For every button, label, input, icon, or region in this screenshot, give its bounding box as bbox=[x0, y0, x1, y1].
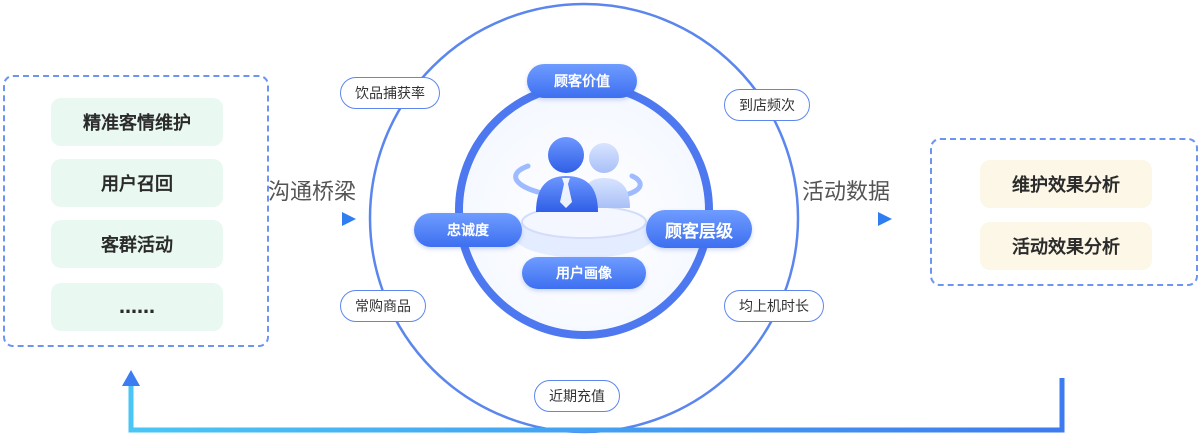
right-item-activity-analysis: 活动效果分析 bbox=[980, 222, 1152, 270]
outer-label-recent-topup: 近期充值 bbox=[534, 380, 620, 412]
data-label: 活动数据 bbox=[802, 180, 891, 205]
tie-icon bbox=[560, 178, 572, 208]
feedback-loop-line bbox=[128, 378, 1065, 433]
left-item-maintenance: 精准客情维护 bbox=[51, 98, 223, 146]
inner-label-user-persona: 用户画像 bbox=[522, 257, 646, 289]
left-panel: 精准客情维护 用户召回 客群活动 …… bbox=[3, 75, 269, 347]
inner-label-loyalty: 忠诚度 bbox=[414, 213, 522, 247]
left-item-recall: 用户召回 bbox=[51, 159, 223, 207]
feedback-loop-arrowhead bbox=[122, 370, 140, 386]
inner-label-customer-tier: 顾客层级 bbox=[646, 210, 752, 248]
right-item-maintenance-analysis: 维护效果分析 bbox=[980, 160, 1152, 208]
left-item-more: …… bbox=[51, 283, 223, 331]
data-arrow-head bbox=[878, 212, 892, 226]
left-item-group-activity: 客群活动 bbox=[51, 220, 223, 268]
person-back-head bbox=[589, 143, 619, 173]
outer-label-avg-session: 均上机时长 bbox=[724, 290, 824, 322]
outer-label-drink-capture: 饮品捕获率 bbox=[340, 77, 440, 109]
person-front-head bbox=[548, 137, 584, 173]
inner-label-customer-value: 顾客价值 bbox=[527, 64, 637, 98]
bridge-label: 沟通桥梁 bbox=[268, 180, 357, 205]
outer-label-visit-frequency: 到店频次 bbox=[724, 89, 810, 121]
outer-label-frequent-items: 常购商品 bbox=[340, 290, 426, 322]
right-panel: 维护效果分析 活动效果分析 bbox=[930, 138, 1198, 286]
bridge-arrow-head bbox=[342, 212, 356, 226]
